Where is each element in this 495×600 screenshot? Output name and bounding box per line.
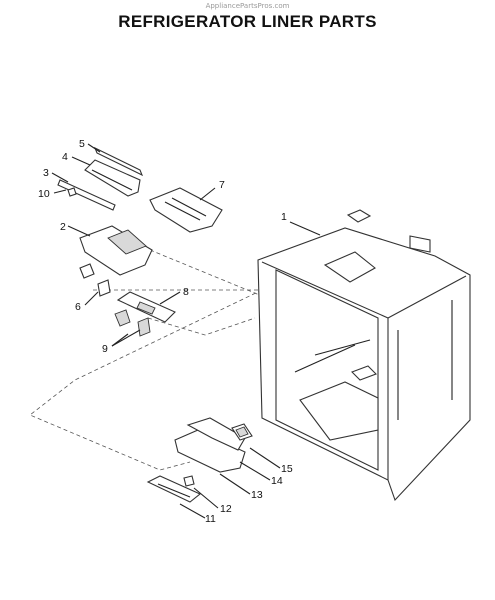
callout-9: 9: [102, 343, 108, 355]
callout-14: 14: [271, 475, 283, 487]
assembly-guide-lines: [29, 249, 263, 471]
lower-cover-parts-13-14-15: [174, 417, 253, 473]
callout-6: 6: [75, 301, 81, 313]
control-panel-part-2: [79, 225, 153, 297]
leader-lines: [51, 143, 321, 519]
watermark: AppliancePartsPros.com: [205, 2, 290, 10]
tray-part-7: [149, 187, 223, 233]
callout-12: 12: [220, 503, 232, 515]
callout-5: 5: [79, 138, 85, 150]
callout-1: 1: [281, 211, 287, 223]
vent-parts-11-12: [146, 475, 202, 503]
callout-15: 15: [281, 463, 293, 475]
callout-2: 2: [60, 221, 66, 233]
callout-8: 8: [183, 286, 189, 298]
control-housing-parts-3-4-5-10: [57, 146, 144, 211]
callout-10: 10: [38, 188, 50, 200]
callout-7: 7: [219, 179, 225, 191]
callout-4: 4: [62, 151, 68, 163]
callout-13: 13: [251, 489, 263, 501]
liner-part-1: [257, 209, 471, 502]
bracket-part-8: [116, 291, 176, 323]
callout-3: 3: [43, 167, 49, 179]
clips-part-9: [114, 309, 151, 337]
callout-11: 11: [205, 513, 216, 525]
page-title: REFRIGERATOR LINER PARTS: [118, 12, 377, 31]
